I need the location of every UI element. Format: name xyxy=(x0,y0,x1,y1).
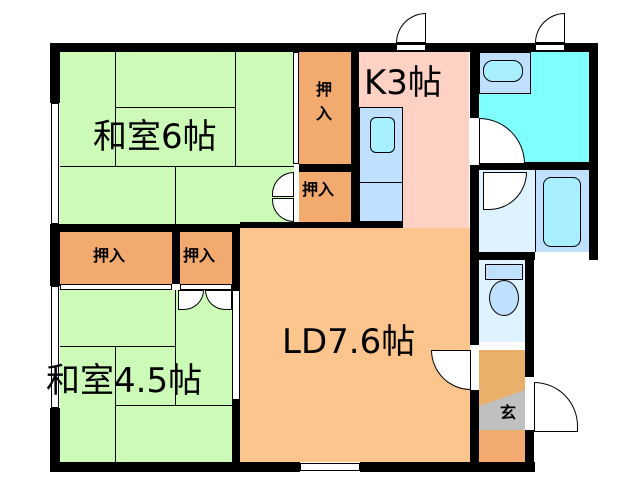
tatami-line xyxy=(60,346,175,347)
wall xyxy=(479,162,598,170)
closet-label: 押入 xyxy=(302,180,335,199)
wall xyxy=(50,462,300,472)
wall xyxy=(351,43,359,228)
wall xyxy=(299,164,359,172)
room-washitsu-4-5 xyxy=(60,290,232,462)
sliding-door xyxy=(293,52,299,164)
room-label-ld: LD7.6帖 xyxy=(282,322,416,362)
tatami-line xyxy=(60,166,294,167)
window xyxy=(300,463,360,471)
wall xyxy=(470,390,479,472)
window xyxy=(51,286,59,408)
closet-3 xyxy=(60,232,172,284)
door-swing-icon xyxy=(535,13,565,43)
closet-label: 押入 xyxy=(183,246,216,265)
sliding-door xyxy=(60,284,172,290)
closet-label: 入 xyxy=(316,104,333,123)
tatami-line xyxy=(175,290,176,405)
entrance-step xyxy=(479,432,525,462)
wall xyxy=(50,224,60,286)
window xyxy=(51,103,59,224)
kitchen-counter xyxy=(359,107,403,222)
tatami-line xyxy=(235,52,236,166)
room-label-entrance: 玄 xyxy=(500,403,517,422)
room-label-washitsu-6: 和室6帖 xyxy=(93,117,217,157)
wall xyxy=(50,43,590,52)
tatami-line xyxy=(115,346,116,462)
wall xyxy=(360,462,535,472)
tatami-line xyxy=(115,107,235,108)
wall xyxy=(525,430,534,472)
room-label-kitchen: K3帖 xyxy=(364,63,442,103)
wall xyxy=(50,224,240,232)
window xyxy=(535,44,565,51)
closet-label: 押入 xyxy=(93,246,126,265)
toilet-tank-icon xyxy=(485,264,523,280)
closet-2 xyxy=(299,172,351,224)
room-label-washitsu-4-5: 和室4.5帖 xyxy=(46,361,203,401)
door-swing-icon xyxy=(396,13,426,43)
wall xyxy=(470,165,479,345)
tatami-line xyxy=(115,52,116,166)
wall xyxy=(50,408,60,472)
closet-1 xyxy=(299,52,351,164)
wall xyxy=(479,252,535,260)
sink-icon xyxy=(370,117,395,153)
tatami-line xyxy=(115,405,232,406)
wall xyxy=(525,252,534,377)
window xyxy=(396,44,426,51)
wall xyxy=(470,43,479,118)
basin-bowl-icon xyxy=(483,60,523,82)
door-swing-icon xyxy=(534,382,578,432)
sliding-door xyxy=(232,290,240,400)
closet-label: 押 xyxy=(316,80,333,99)
wall xyxy=(240,222,403,228)
wall xyxy=(50,43,60,103)
tatami-line xyxy=(175,166,176,224)
bathtub-icon xyxy=(543,177,581,247)
room-washitsu-6 xyxy=(60,52,294,224)
closet-4 xyxy=(180,232,232,284)
wall xyxy=(589,43,598,260)
toilet-bowl-icon xyxy=(489,280,519,316)
counter-divider xyxy=(359,182,403,183)
wall xyxy=(172,232,180,284)
room-ld xyxy=(240,228,470,462)
